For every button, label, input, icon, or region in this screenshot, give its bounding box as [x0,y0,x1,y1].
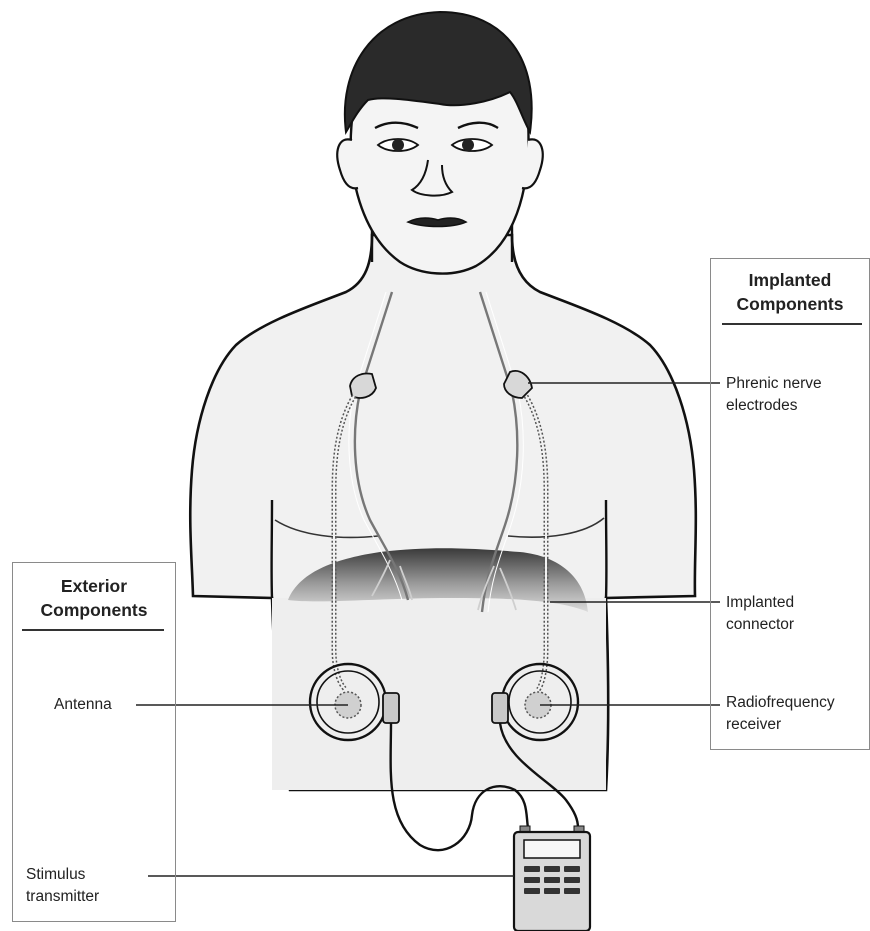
implanted-heading-line2: Components [712,292,868,316]
exterior-heading-line2: Components [14,598,174,622]
phrenic-electrodes-label: Phrenic nerve electrodes [726,373,822,417]
radiofrequency-receiver-label: Radiofrequency receiver [726,692,835,736]
connector-label-line1: Implanted [726,592,794,614]
exterior-heading: Exterior Components [14,574,174,622]
antenna-plug-left [383,693,399,723]
receiver-label-line2: receiver [726,714,835,736]
eye-left [378,139,418,151]
implanted-heading-rule [722,323,862,325]
implanted-heading-line1: Implanted [712,268,868,292]
transmitter-label-line2: transmitter [26,886,99,908]
eye-right [452,139,492,151]
exterior-heading-rule [22,629,164,631]
connector-label-line2: connector [726,614,794,636]
phrenic-label-line1: Phrenic nerve [726,373,822,395]
mouth [408,218,466,227]
stimulus-transmitter-label: Stimulus transmitter [26,864,99,908]
lower-abdomen-shade [272,598,606,790]
implanted-connector-label: Implanted connector [726,592,794,636]
stimulus-transmitter-device [514,826,590,931]
exterior-heading-line1: Exterior [14,574,174,598]
antenna-plug-right [492,693,508,723]
receiver-label-line1: Radiofrequency [726,692,835,714]
implanted-components-panel [710,258,870,750]
phrenic-label-line2: electrodes [726,395,822,417]
transmitter-label-line1: Stimulus [26,864,99,886]
antenna-label: Antenna [54,694,112,716]
implanted-heading: Implanted Components [712,268,868,316]
